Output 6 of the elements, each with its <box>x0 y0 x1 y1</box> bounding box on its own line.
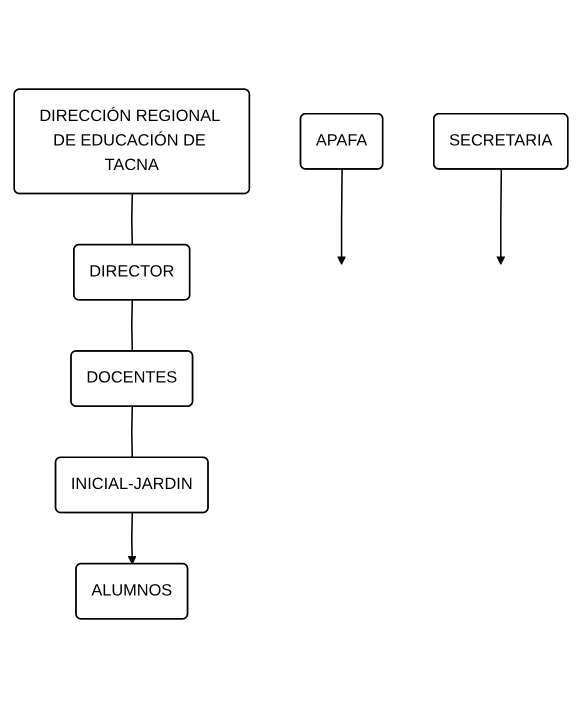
arrow <box>496 170 506 266</box>
arrow <box>128 513 137 566</box>
connector <box>131 300 134 352</box>
arrow <box>337 170 346 266</box>
connector <box>131 407 134 458</box>
connector <box>131 194 134 246</box>
